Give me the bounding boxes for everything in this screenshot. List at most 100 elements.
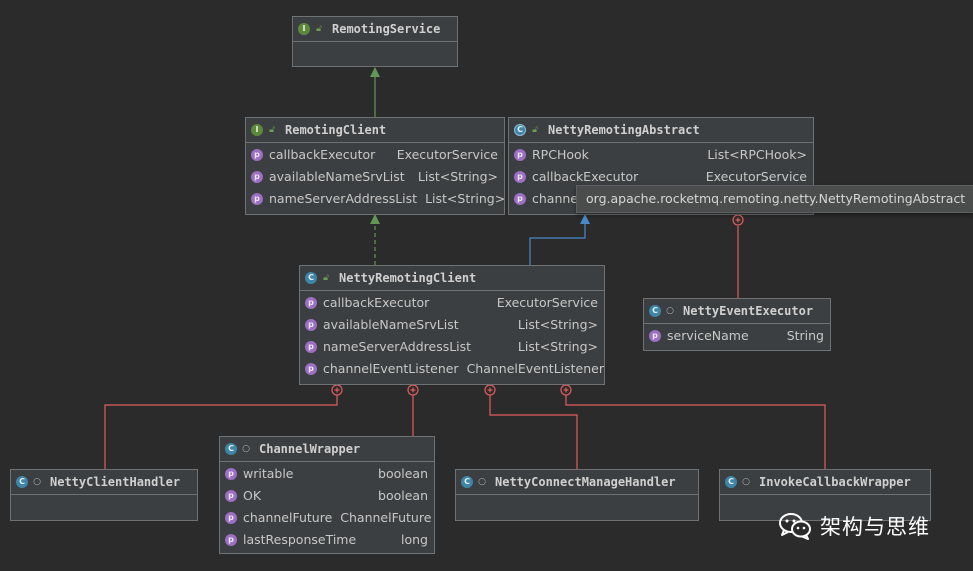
class-remotingclient[interactable]: I 🔓︎ RemotingClient p callbackExecutor E…: [245, 117, 505, 215]
property-icon: p: [305, 297, 317, 309]
class-header: C ○ NettyEventExecutor: [644, 299, 830, 324]
wechat-icon: [779, 513, 811, 540]
public-lock-icon: 🔓︎: [316, 24, 322, 34]
class-header: C 🔓︎ NettyRemotingClient: [300, 266, 604, 291]
inner-class-circle-icon: [484, 384, 496, 396]
class-name: ChannelWrapper: [259, 442, 361, 456]
property-icon: p: [225, 468, 237, 480]
field-name: channelEventListener: [323, 361, 459, 376]
inner-class-circle-icon: [732, 214, 744, 226]
class-remotingservice[interactable]: I 🔓︎ RemotingService: [292, 16, 458, 67]
field-type: String: [786, 328, 824, 343]
field-row: p availableNameSrvList List<String>: [300, 314, 604, 336]
field-type: boolean: [378, 488, 428, 503]
class-name: NettyClientHandler: [50, 475, 181, 489]
property-icon: p: [514, 171, 526, 183]
field-type: ChannelEventListener: [466, 361, 604, 376]
package-private-icon: ○: [478, 477, 486, 487]
inner-nettyremotingclient-nettyclienthandler: [104, 395, 338, 469]
property-icon: p: [514, 193, 526, 205]
property-icon: p: [251, 171, 263, 183]
property-icon: p: [225, 512, 237, 524]
class-name: RemotingService: [332, 22, 441, 36]
class-members-empty: [456, 495, 698, 519]
class-header: C ○ InvokeCallbackWrapper: [720, 470, 930, 495]
property-icon: p: [305, 341, 317, 353]
field-name: nameServerAddressList: [323, 339, 472, 354]
field-type: List<RPCHook>: [707, 147, 807, 162]
class-nettyeventexecutor[interactable]: C ○ NettyEventExecutor p serviceName Str…: [643, 298, 831, 351]
property-icon: p: [225, 490, 237, 502]
field-row: p channelFuture ChannelFuture: [220, 507, 434, 529]
class-nettyconnectmanagehandler[interactable]: C ○ NettyConnectManageHandler: [455, 469, 699, 521]
field-name: channelFuture: [243, 510, 333, 525]
class-header: I 🔓︎ RemotingService: [293, 17, 457, 42]
extends-nettyremotingclient-nettyremotingabstract: [529, 214, 590, 265]
field-type: ExecutorService: [396, 147, 498, 162]
class-header: C ○ NettyClientHandler: [11, 470, 197, 495]
class-icon: C: [225, 443, 237, 455]
field-name: availableNameSrvList: [269, 169, 405, 184]
field-row: p lastResponseTime long: [220, 529, 434, 551]
interface-icon: I: [298, 23, 310, 35]
class-members-empty: [11, 495, 197, 519]
class-header: C ○ ChannelWrapper: [220, 437, 434, 462]
watermark-text: 架构与思维: [820, 515, 930, 539]
class-invokecallbackwrapper[interactable]: C ○ InvokeCallbackWrapper: [719, 469, 931, 521]
field-name: writable: [243, 466, 294, 481]
public-lock-icon: 🔓︎: [323, 273, 329, 283]
field-name: serviceName: [667, 328, 749, 343]
class-members-empty: [293, 42, 457, 66]
property-icon: p: [305, 363, 317, 375]
class-channelwrapper[interactable]: C ○ ChannelWrapper p writable boolean p …: [219, 436, 435, 554]
field-name: availableNameSrvList: [323, 317, 459, 332]
interface-icon: I: [251, 124, 263, 136]
field-row: p callbackExecutor ExecutorService: [246, 144, 504, 166]
package-private-icon: ○: [742, 477, 750, 487]
field-type: List<String>: [517, 339, 598, 354]
field-row: p nameServerAddressList List<String>: [246, 188, 505, 210]
property-icon: p: [251, 149, 263, 161]
field-type: List<String>: [517, 317, 598, 332]
inner-class-circle-icon: [560, 384, 572, 396]
field-type: ExecutorService: [705, 169, 807, 184]
class-nettyclienthandler[interactable]: C ○ NettyClientHandler: [10, 469, 198, 521]
property-icon: p: [305, 319, 317, 331]
class-name: NettyConnectManageHandler: [495, 475, 676, 489]
field-row: p OK boolean: [220, 485, 434, 507]
class-header: C 🔓︎ NettyRemotingAbstract: [509, 118, 813, 143]
class-icon: C: [461, 476, 473, 488]
field-row: p nameServerAddressList List<String>: [300, 336, 604, 358]
field-type: ExecutorService: [496, 295, 598, 310]
inner-nettyremotingclient-invokecallbackwrapper: [565, 395, 826, 469]
field-type: long: [401, 532, 428, 547]
public-lock-icon: 🔓︎: [532, 125, 538, 135]
inner-class-circle-icon: [407, 384, 419, 396]
class-name: RemotingClient: [285, 123, 387, 137]
field-row: p serviceName String: [644, 325, 830, 347]
field-row: p availableNameSrvList List<String>: [246, 166, 504, 188]
field-name: callbackExecutor: [532, 169, 639, 184]
package-private-icon: ○: [242, 444, 250, 454]
class-icon: C: [305, 272, 317, 284]
class-icon: C: [725, 476, 737, 488]
field-name: nameServerAddressList: [269, 191, 418, 206]
public-lock-icon: 🔓︎: [269, 125, 275, 135]
class-tooltip: org.apache.rocketmq.remoting.netty.Netty…: [576, 185, 973, 213]
field-name: callbackExecutor: [269, 147, 376, 162]
class-name: NettyRemotingAbstract: [548, 123, 700, 137]
class-name: NettyRemotingClient: [339, 271, 477, 285]
property-icon: p: [649, 330, 661, 342]
field-row: p channelEventListener ChannelEventListe…: [300, 358, 604, 380]
class-icon: C: [16, 476, 28, 488]
field-type: List<String>: [417, 169, 498, 184]
field-type: boolean: [378, 466, 428, 481]
class-nettyremotingclient[interactable]: C 🔓︎ NettyRemotingClient p callbackExecu…: [299, 265, 605, 385]
property-icon: p: [251, 193, 263, 205]
field-type: ChannelFuture: [340, 510, 432, 525]
field-row: p callbackExecutor ExecutorService: [509, 166, 813, 188]
field-row: p RPCHook List<RPCHook>: [509, 144, 813, 166]
field-name: OK: [243, 488, 262, 503]
package-private-icon: ○: [666, 306, 674, 316]
